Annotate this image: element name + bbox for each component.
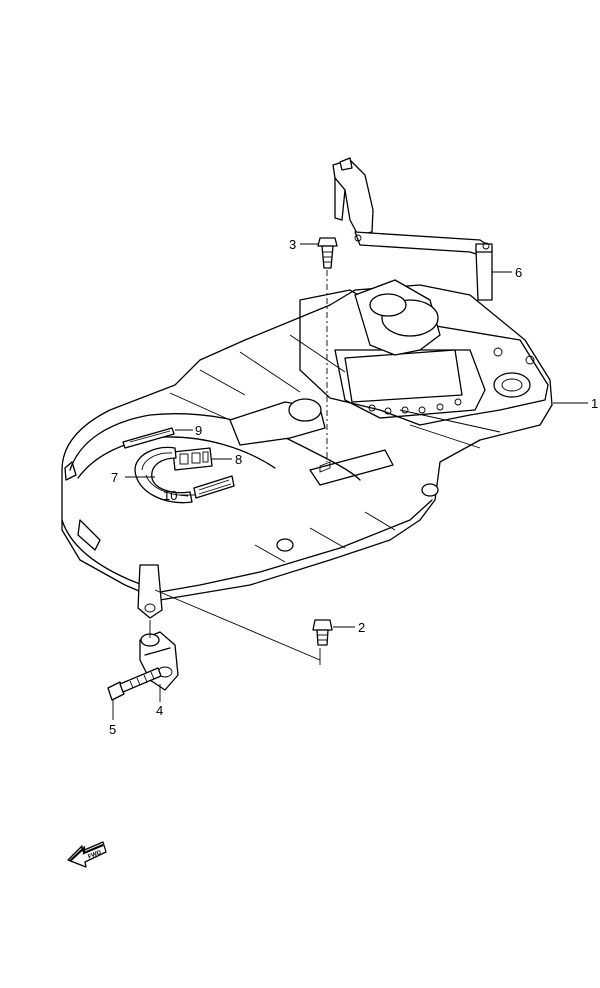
decal-stripe-top: [122, 427, 175, 449]
callout-9: 9: [195, 423, 202, 438]
callout-7: 7: [111, 470, 118, 485]
callout-2: 2: [358, 620, 365, 635]
fwd-label: FWD: [87, 850, 103, 861]
callout-labels: 1 2 3 4 5 6 7 8 9 10: [109, 237, 598, 737]
bolt-top: [317, 237, 338, 269]
callout-4: 4: [156, 703, 163, 718]
undercover-body: [61, 279, 553, 619]
fwd-arrow-icon: FWD: [67, 841, 107, 868]
decal-logo: [172, 447, 213, 471]
callout-3: 3: [289, 237, 296, 252]
callout-5: 5: [109, 722, 116, 737]
bolt-lower: [107, 667, 162, 701]
assembly-lines: [149, 270, 328, 665]
bolt-right: [312, 619, 333, 646]
callout-leaders: [112, 243, 588, 720]
callout-6: 6: [515, 265, 522, 280]
callout-1: 1: [591, 396, 598, 411]
decal-arc: [134, 446, 193, 504]
callout-10: 10: [163, 488, 177, 503]
decal-group: [122, 427, 235, 504]
bracket-strap: [332, 157, 493, 301]
callout-8: 8: [235, 452, 242, 467]
